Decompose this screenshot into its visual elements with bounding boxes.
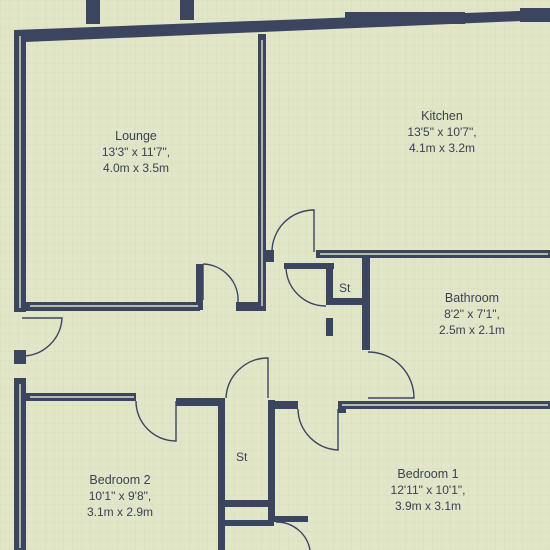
room-label-bathroom: Bathroom 8'2" x 7'1", 2.5m x 2.1m (408, 290, 536, 338)
room-size-imperial: 12'11" x 10'1", (390, 483, 466, 497)
room-size-metric: 4.1m x 3.2m (408, 141, 476, 155)
door-swing-store (285, 267, 327, 307)
room-size-imperial: 13'5" x 10'7", (407, 125, 477, 139)
room-name: Bedroom 1 (397, 467, 459, 481)
room-label-lounge: Lounge 13'3" x 11'7", 4.0m x 3.5m (72, 128, 200, 176)
window-top-middle (180, 0, 194, 20)
wall-store-low (326, 318, 333, 336)
wall-lounge-door-jamb (196, 264, 203, 310)
wall-kitchen-left-stub (266, 250, 274, 262)
wall-left-stub (14, 350, 26, 364)
wall-store-top-left (284, 263, 334, 269)
wall-lounge-bottom-right (236, 302, 266, 311)
doors (21, 209, 415, 550)
wall-store-bottom (326, 298, 370, 305)
door-swing-lounge (202, 263, 239, 303)
wall-bed1-top-left (268, 401, 298, 409)
storage-label-hall: St (236, 450, 248, 464)
inner-lines (19, 36, 548, 548)
wall-bottom-right-stub (268, 516, 308, 522)
room-name: Lounge (115, 129, 157, 143)
door-swing-bottom (275, 521, 311, 550)
door-swing-kitchen (271, 209, 315, 253)
wall-hall-left (218, 398, 225, 550)
door-swing-bed2 (135, 400, 177, 442)
room-size-metric: 3.1m x 2.9m (86, 505, 154, 519)
window-top-right (345, 12, 465, 24)
wall-hall-bottom-stub (222, 520, 274, 526)
room-size-metric: 2.5m x 2.1m (438, 323, 506, 337)
wall-hall-store-bottom (222, 500, 274, 507)
room-size-metric: 3.9m x 3.1m (394, 499, 462, 513)
door-swing-bath (367, 351, 415, 399)
door-swing-entrance (21, 317, 63, 357)
wall-store-inner (326, 263, 333, 303)
door-swing-hall-store (225, 357, 269, 399)
window-top-far-right (520, 8, 550, 22)
window-top-left (86, 0, 100, 24)
door-swing-bed1 (297, 408, 339, 451)
room-size-imperial: 10'1" x 9'8", (88, 489, 152, 503)
room-label-kitchen: Kitchen 13'5" x 10'7", 4.1m x 3.2m (378, 108, 506, 156)
room-size-imperial: 8'2" x 7'1", (444, 307, 500, 321)
room-name: Kitchen (421, 109, 463, 123)
room-name: Bedroom 2 (89, 473, 151, 487)
storage-label-upper: St (339, 281, 351, 295)
wall-bath-stub (338, 401, 346, 413)
room-size-imperial: 13'3" x 11'7", (101, 145, 171, 159)
wall-hall-right (268, 400, 275, 518)
room-size-metric: 4.0m x 3.5m (102, 161, 170, 175)
room-label-bedroom-1: Bedroom 1 12'11" x 10'1", 3.9m x 3.1m (364, 466, 492, 514)
room-name: Bathroom (444, 291, 500, 305)
room-label-bedroom-2: Bedroom 2 10'1" x 9'8", 3.1m x 2.9m (56, 472, 184, 520)
wall-bed2-top-right (176, 398, 224, 406)
